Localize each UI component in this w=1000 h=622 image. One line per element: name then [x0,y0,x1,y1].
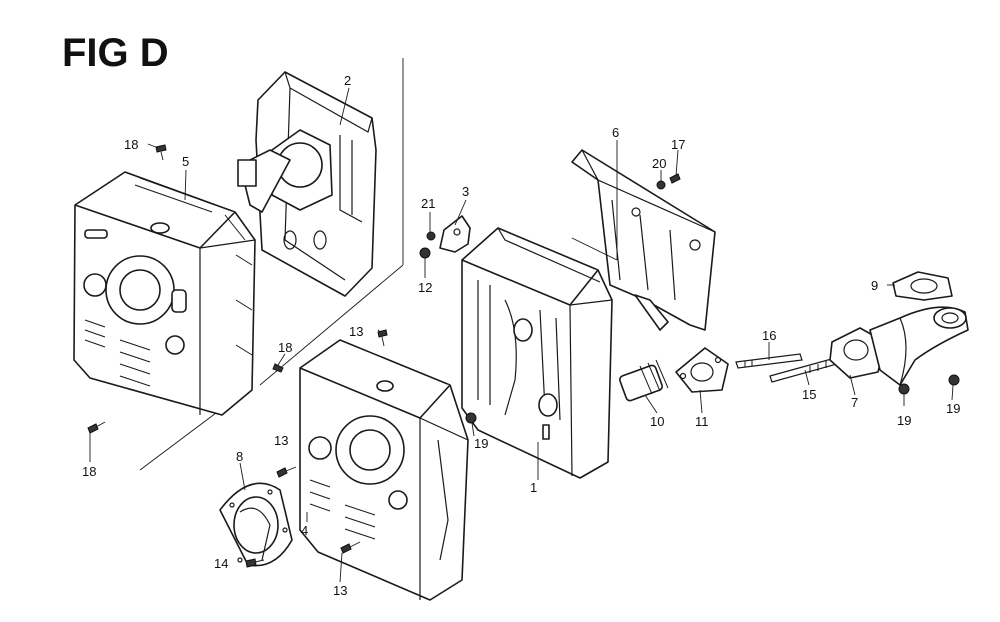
callout-18-right: 18 [278,340,292,355]
callout-5: 5 [182,154,189,169]
callout-10: 10 [650,414,664,429]
muffler-protector-lower [299,339,469,601]
muffler-body [461,227,613,479]
figure-title: FIG D [62,31,169,75]
small-bracket [439,215,471,253]
callout-numbers: 1 2 3 4 5 6 7 8 9 10 11 12 13 13 13 14 1… [82,73,960,598]
callout-12: 12 [418,280,432,295]
exhaust-gasket [675,347,729,393]
muffler-protector-upper [237,71,377,297]
callout-19-middle: 19 [897,413,911,428]
callout-9: 9 [871,278,878,293]
callout-17: 17 [671,137,685,152]
callout-8: 8 [236,449,243,464]
callout-19-right: 19 [946,401,960,416]
callout-18-lower: 18 [82,464,96,479]
callout-13-middle: 13 [274,433,288,448]
callout-4: 4 [301,523,308,538]
callout-11: 11 [695,414,709,429]
callout-20: 20 [652,156,666,171]
callout-15: 15 [802,387,816,402]
callout-3: 3 [462,184,469,199]
spark-arrester [619,359,669,402]
muffler-heat-cover [219,482,293,567]
callout-leader-lines [89,87,954,583]
callout-7: 7 [851,395,858,410]
callout-16: 16 [762,328,776,343]
callout-6: 6 [612,125,619,140]
callout-2: 2 [344,73,351,88]
callout-19-left: 19 [474,436,488,451]
exhaust-pipe-gasket [892,271,953,301]
callout-18-upper: 18 [124,137,138,152]
muffler-bracket [571,149,716,331]
muffler-protector-assembly-left [73,171,256,416]
callout-13-lower: 13 [333,583,347,598]
callout-21: 21 [421,196,435,211]
callout-1: 1 [530,480,537,495]
callout-13-upper: 13 [349,324,363,339]
fasteners [87,144,960,568]
stud-bolts [735,353,838,383]
exhaust-pipe [829,306,969,386]
callout-14: 14 [214,556,228,571]
